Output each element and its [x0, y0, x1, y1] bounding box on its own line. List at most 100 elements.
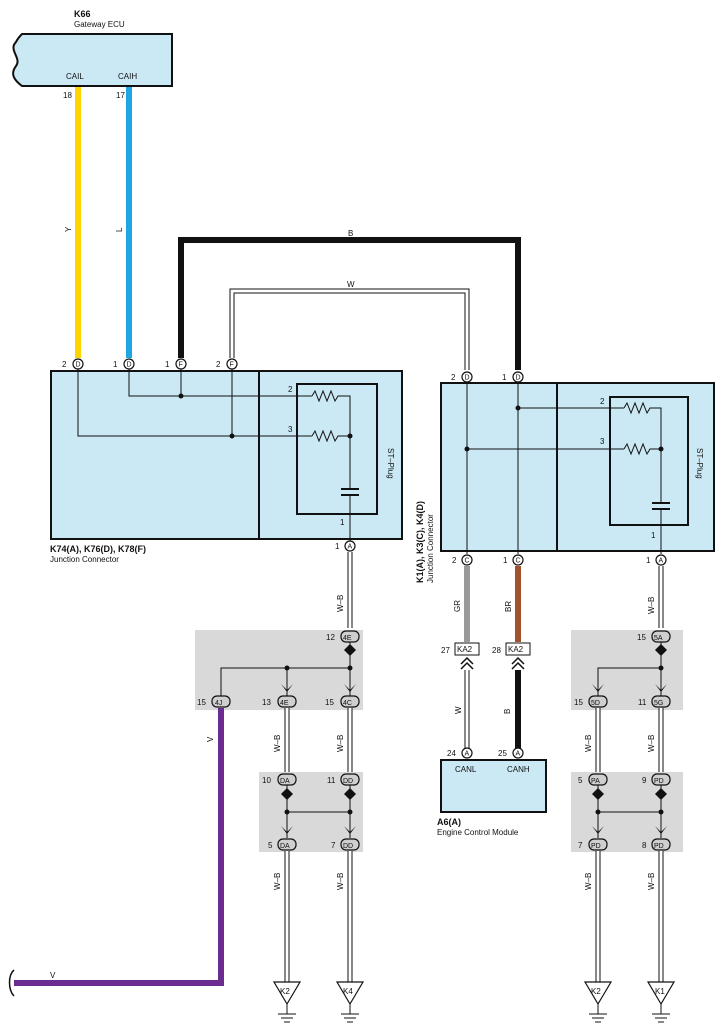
right-jb-top-pin: 15 5A — [637, 630, 671, 643]
k66-pin18: 18 — [63, 91, 72, 100]
right-jb-out-5d: 15 5D — [574, 695, 608, 708]
svg-text:K2: K2 — [280, 987, 290, 996]
right-conn-code: K1(A), K3(C), K4(D) — [415, 501, 425, 583]
wire-b-ecm-label: B — [503, 709, 512, 714]
svg-text:2: 2 — [62, 360, 67, 369]
svg-text:D: D — [465, 375, 470, 382]
left-internal-line-2 — [128, 369, 312, 397]
svg-text:DA: DA — [280, 843, 290, 850]
right-jb2-arrow-4 — [655, 826, 667, 834]
left-res2-num: 2 — [288, 385, 293, 394]
left-jb-bus — [220, 667, 350, 698]
svg-text:K2: K2 — [591, 987, 601, 996]
k66-code: K66 — [74, 9, 91, 19]
svg-text:1: 1 — [502, 373, 507, 382]
left-res3-num: 3 — [288, 425, 293, 434]
svg-text:1: 1 — [165, 360, 170, 369]
engine-control-module — [440, 759, 547, 813]
svg-text:C: C — [465, 558, 470, 565]
svg-text:D: D — [127, 362, 132, 369]
svg-text:27: 27 — [441, 646, 450, 655]
svg-text:K4: K4 — [343, 987, 353, 996]
right-stplug-label: ST–Plug — [695, 448, 704, 479]
ka2-connector-left: 27 KA2 — [441, 642, 480, 670]
svg-text:4C: 4C — [343, 700, 352, 707]
right-jb2-bottom-pd8: 8 PD — [642, 838, 671, 851]
right-jb2-arrow-1 — [592, 788, 604, 800]
svg-text:1: 1 — [503, 556, 508, 565]
left-resistor-3 — [311, 429, 350, 443]
wire-l-label: L — [115, 227, 124, 232]
svg-text:4J: 4J — [215, 700, 222, 707]
right-jb-arrow-2 — [655, 684, 667, 692]
svg-text:12: 12 — [326, 633, 335, 642]
svg-text:PD: PD — [591, 843, 601, 850]
wire-wb-left-e-label: W–B — [336, 873, 345, 890]
svg-text:A: A — [659, 558, 664, 565]
wire-wb-right-c-label: W–B — [647, 735, 656, 752]
svg-text:13: 13 — [262, 698, 271, 707]
left-jb2-bottom-dd: 7 DD — [331, 838, 360, 851]
right-cap-num: 1 — [651, 531, 656, 540]
svg-text:D: D — [76, 362, 81, 369]
wire-wb-left-a-label: W–B — [336, 595, 345, 612]
ecm-pin-25: 25 A — [498, 747, 524, 759]
right-jb-bus — [597, 667, 661, 698]
svg-text:28: 28 — [492, 646, 501, 655]
left-jb-out-4j: 15 4J — [197, 695, 231, 708]
svg-text:1: 1 — [335, 542, 340, 551]
right-junction-dot-1 — [515, 405, 521, 411]
right-jb-arrow-1 — [592, 684, 604, 692]
wire-br-label: BR — [504, 601, 513, 612]
left-jb-arrow-top — [344, 644, 356, 656]
wire-y-label: Y — [64, 226, 73, 232]
right-resistor-3 — [623, 442, 661, 456]
left-stplug-box — [296, 383, 378, 515]
right-jb2-top-pd: 9 PD — [642, 773, 671, 786]
wire-wb-left-c-label: W–B — [336, 735, 345, 752]
wire-wb-left-b-label: W–B — [273, 735, 282, 752]
ground-k2-left: K2 — [272, 981, 302, 1023]
svg-text:1: 1 — [646, 556, 651, 565]
svg-text:4E: 4E — [343, 635, 352, 642]
right-junction-dot-2 — [464, 446, 470, 452]
left-conn-pin-d1: 1 D — [113, 358, 135, 370]
left-res-dot — [347, 433, 353, 439]
right-jb-arrow-top — [655, 644, 667, 656]
svg-text:2: 2 — [451, 373, 456, 382]
wire-v-break — [8, 969, 15, 997]
left-jb2-arrow-1 — [281, 788, 293, 800]
right-conn-name: Junction Connector — [426, 514, 435, 583]
right-resistor-2 — [623, 401, 662, 478]
svg-text:8: 8 — [642, 841, 647, 850]
svg-text:PA: PA — [591, 778, 600, 785]
svg-text:10: 10 — [262, 776, 271, 785]
left-jb2-arrow-3 — [281, 826, 293, 834]
svg-text:5G: 5G — [654, 700, 663, 707]
ecm-pin-24: 24 A — [447, 747, 473, 759]
svg-text:15: 15 — [637, 633, 646, 642]
ground-k1: K1 — [646, 981, 676, 1023]
left-conn-pin-f2: 2 F — [216, 358, 238, 370]
wire-wb-right-e-label: W–B — [647, 873, 656, 890]
svg-text:25: 25 — [498, 749, 507, 758]
right-conn-pin-c2: 2 C — [452, 554, 473, 566]
svg-text:1: 1 — [113, 360, 118, 369]
wire-w-label: W — [347, 280, 355, 289]
left-junction-connector — [50, 370, 403, 540]
wire-wb-right-a-label: W–B — [647, 597, 656, 614]
right-junction-connector — [440, 382, 715, 552]
svg-text:5D: 5D — [591, 700, 600, 707]
k66-name: Gateway ECU — [74, 20, 125, 29]
left-conn-pin-d2: 2 D — [62, 358, 84, 370]
svg-text:15: 15 — [197, 698, 206, 707]
ground-k4: K4 — [335, 981, 365, 1023]
svg-text:5A: 5A — [654, 635, 663, 642]
right-res2-num: 2 — [600, 397, 605, 406]
left-jb-out-4e: 13 4E — [262, 695, 297, 708]
svg-text:24: 24 — [447, 749, 456, 758]
left-jb2-arrow-4 — [344, 826, 356, 834]
right-conn-pin-d2: 2 D — [451, 371, 473, 383]
k66-cail-label: CAIL — [66, 72, 84, 81]
